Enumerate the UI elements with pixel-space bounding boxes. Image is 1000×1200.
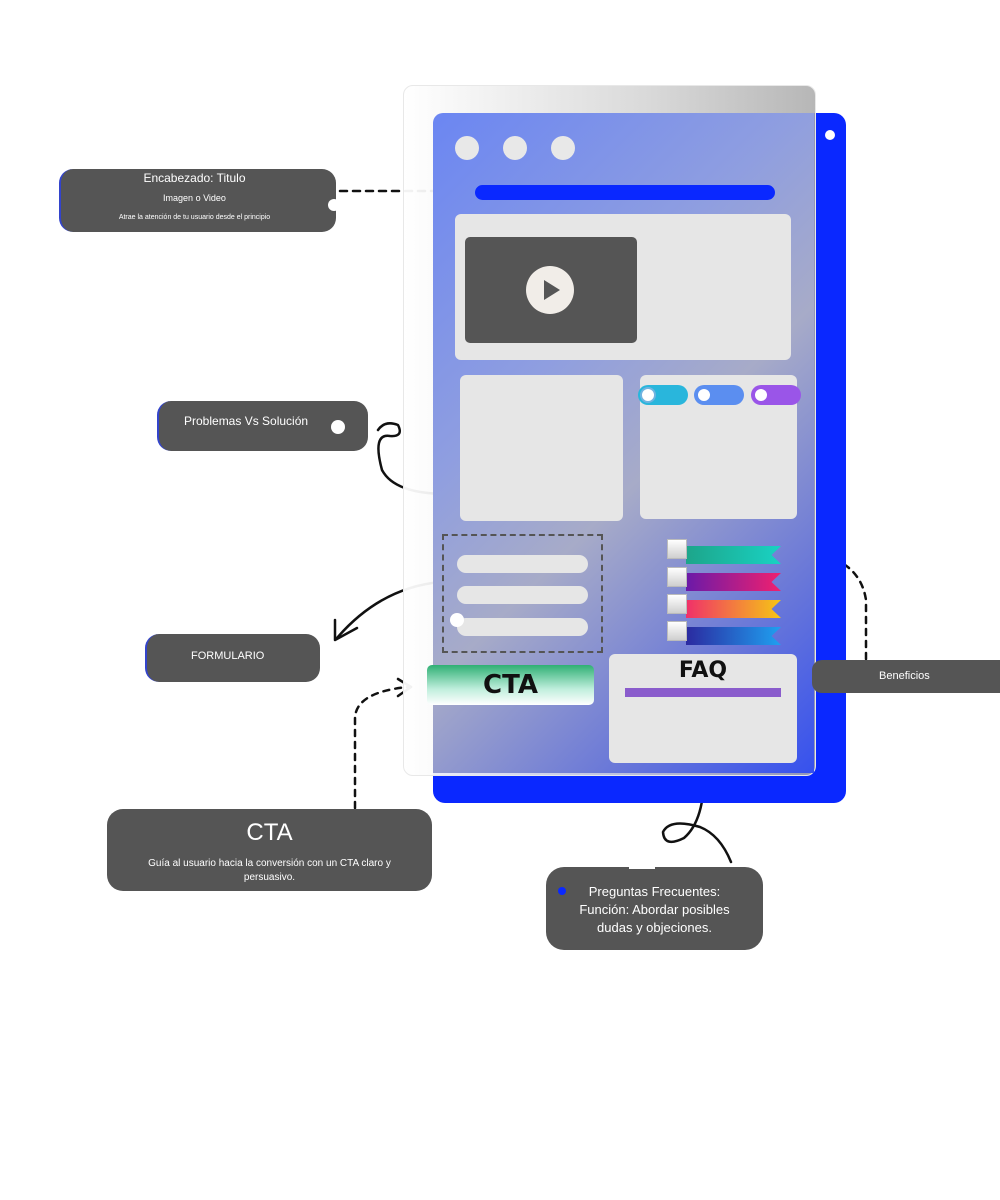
problem-panel: [460, 375, 623, 521]
faq-card-bullet: [558, 887, 566, 895]
form-field-2[interactable]: [457, 586, 588, 604]
benefit-check-3: [667, 594, 687, 614]
cta-card: CTA Guía al usuario hacia la conversión …: [107, 809, 432, 891]
benefits-card-label: Beneficios: [879, 670, 930, 682]
problems-card-handle: [331, 420, 345, 434]
toggle-cyan[interactable]: [638, 385, 688, 405]
arrowhead-form: [333, 618, 359, 642]
benefit-check-4: [667, 621, 687, 641]
form-cursor-dot: [450, 613, 464, 627]
form-panel: [442, 534, 603, 653]
header-card: Encabezado: Titulo Imagen o Video Atrae …: [59, 169, 340, 232]
corner-dot: [825, 130, 835, 140]
benefit-ribbon-3: [686, 600, 781, 618]
arrow-faq-loop: [661, 768, 733, 864]
benefit-check-1: [667, 539, 687, 559]
faq-bar: [625, 688, 781, 697]
header-card-description: Atrae la atención de tu usuario desde el…: [118, 214, 271, 221]
window-dot-1: [455, 136, 479, 160]
benefit-ribbon-2: [686, 573, 781, 591]
faq-card-line3: dudas y objeciones.: [597, 920, 712, 935]
faq-panel: [609, 654, 797, 763]
faq-card-line1: Preguntas Frecuentes:: [588, 884, 721, 899]
arrow-benefits: [808, 550, 868, 685]
arrow-cta: [353, 685, 410, 810]
benefits-card: Beneficios: [812, 660, 1000, 693]
form-card-label: FORMULARIO: [191, 650, 265, 662]
header-card-handle: [328, 199, 340, 211]
benefit-ribbon-1: [686, 546, 781, 564]
form-field-1[interactable]: [457, 555, 588, 573]
benefit-ribbon-4: [686, 627, 781, 645]
form-card: FORMULARIO: [145, 634, 320, 682]
play-icon[interactable]: [526, 266, 574, 314]
header-card-title: Encabezado: Titulo: [143, 171, 246, 185]
mockup-cta-button[interactable]: CTA: [427, 665, 594, 705]
window-dot-3: [551, 136, 575, 160]
faq-title: FAQ: [678, 658, 728, 683]
toggle-purple[interactable]: [751, 385, 801, 405]
problems-card-label: Problemas Vs Solución: [184, 414, 309, 428]
address-bar: [475, 185, 775, 200]
form-field-3[interactable]: [457, 618, 588, 636]
cta-card-title: CTA: [246, 819, 293, 846]
benefit-check-2: [667, 567, 687, 587]
toggle-blue[interactable]: [694, 385, 744, 405]
header-card-subtitle: Imagen o Video: [163, 193, 226, 203]
faq-card: Preguntas Frecuentes: Función: Abordar p…: [546, 864, 763, 950]
window-dot-2: [503, 136, 527, 160]
arrow-problems-loop: [376, 422, 454, 496]
cta-card-description: Guía al usuario hacia la conversión con …: [148, 858, 391, 883]
faq-card-line2: Función: Abordar posibles: [579, 902, 730, 917]
mockup-cta-label: CTA: [483, 670, 538, 700]
problems-card: Problemas Vs Solución: [157, 401, 368, 451]
faq-card-tab: [629, 864, 655, 869]
